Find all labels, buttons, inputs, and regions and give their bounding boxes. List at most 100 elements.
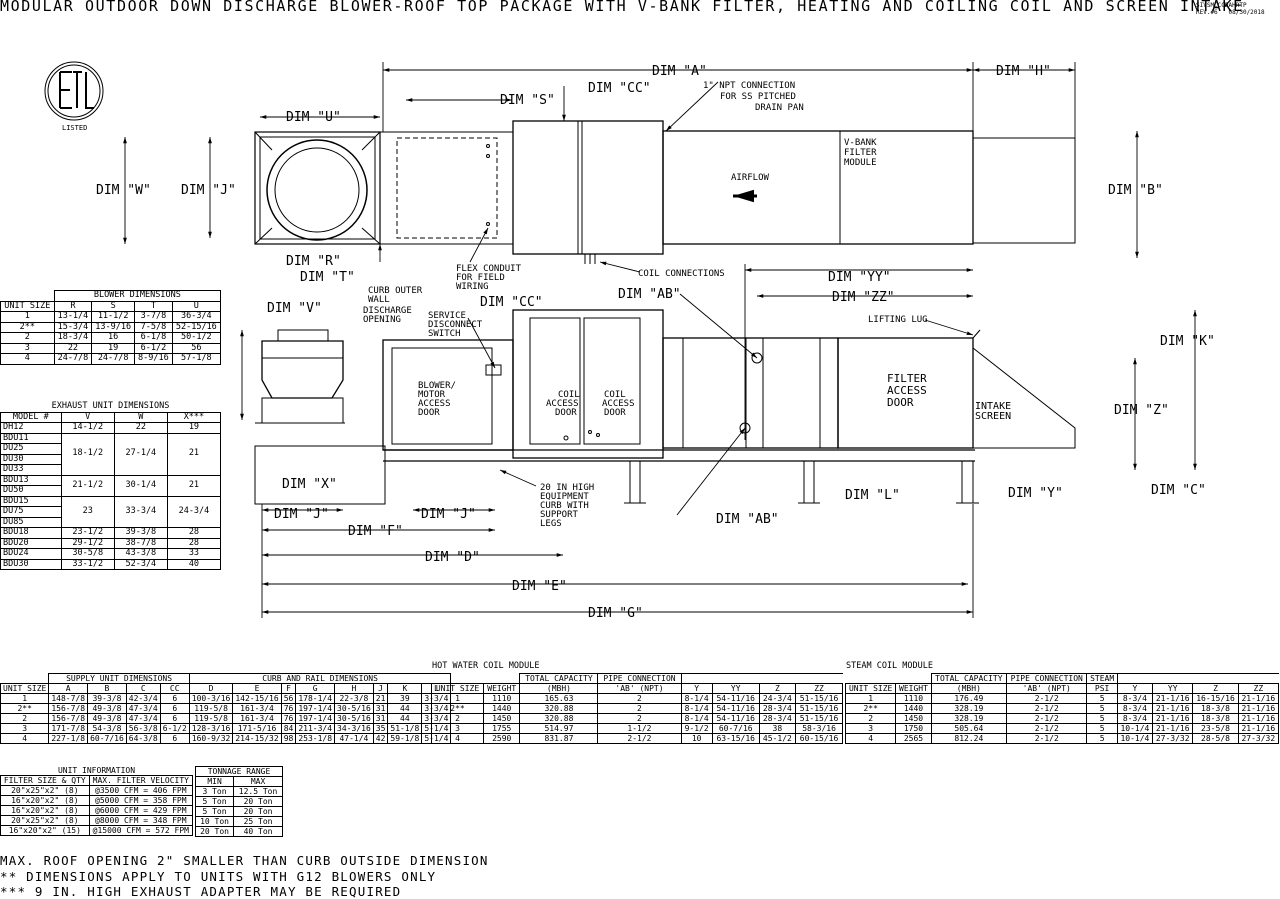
table-cell: 253-1/8 <box>295 733 336 744</box>
steam-capacity-header: TOTAL CAPACITY <box>930 673 1008 684</box>
table-cell: 21 <box>166 474 222 497</box>
table-cell: 2-1/2 <box>1006 713 1088 724</box>
table-cell: 211-3/4 <box>295 723 336 734</box>
flex-label-2: FOR FIELD <box>456 273 505 283</box>
table-cell: @5000 CFM = 358 FPM <box>88 795 194 806</box>
filter-door-label-3: DOOR <box>887 396 914 409</box>
steam-pipe-header: PIPE CONNECTION <box>1006 673 1088 684</box>
table-header: C <box>125 683 161 694</box>
table-cell: 176.49 <box>930 693 1008 704</box>
npt-callout-3: DRAIN PAN <box>755 103 804 113</box>
table-cell: 1440 <box>895 703 932 714</box>
exhaust-table-caption: EXHAUST UNIT DIMENSIONS <box>51 401 170 411</box>
table-cell: 20"x25"x2" (8) <box>0 785 90 796</box>
exhaust-dimensions-table: EXHAUST UNIT DIMENSIONS MODEL # V W X***… <box>0 401 222 570</box>
dim-z-label: DIM "Z" <box>1114 403 1169 418</box>
table-cell: 98 <box>280 733 297 744</box>
table-cell: 8-1/4 <box>680 693 713 704</box>
vbank-label-3: MODULE <box>844 158 877 168</box>
table-cell: 100-3/16 <box>188 693 234 704</box>
table-cell: 38 <box>758 723 797 734</box>
table-cell: 3 <box>844 723 897 734</box>
table-cell: 161-3/4 <box>232 713 282 724</box>
table-cell: 31 <box>372 703 389 714</box>
table-cell: 40 Ton <box>233 826 283 837</box>
steam-coil-table: TOTAL CAPACITY PIPE CONNECTION STEAM UNI… <box>844 673 1280 744</box>
npt-callout-2: FOR SS PITCHED <box>720 92 796 102</box>
unit-information-table: UNIT INFORMATION FILTER SIZE & QTY MAX. … <box>0 766 194 836</box>
table-cell: 1450 <box>895 713 932 724</box>
model-cell: BDU13 <box>0 474 62 486</box>
table-cell: 52-15/16 <box>171 321 222 333</box>
table-cell: 2-1/2 <box>597 733 682 744</box>
dim-k-label: DIM "K" <box>1160 334 1215 349</box>
table-cell: 5 <box>1086 703 1118 714</box>
table-cell: 320.88 <box>519 703 599 714</box>
table-cell: 16"x20"x2" (8) <box>0 805 90 816</box>
table-cell: 51-15/16 <box>795 703 843 714</box>
table-header: MIN <box>194 776 235 787</box>
flex-label-1: FLEX CONDUIT <box>456 264 522 274</box>
table-cell: 128-3/16 <box>188 723 234 734</box>
table-cell: 76 <box>280 713 297 724</box>
table-cell: 142-15/16 <box>232 693 282 704</box>
table-cell: 2** <box>430 703 485 714</box>
dim-j-right-label: DIM "J" <box>421 507 476 522</box>
table-cell: 2** <box>0 321 55 333</box>
table-cell: 227-1/8 <box>48 733 89 744</box>
table-cell: 2-1/2 <box>1006 693 1088 704</box>
table-cell: 10 Ton <box>194 816 235 827</box>
table-header: Y <box>680 683 713 694</box>
dim-f-label: DIM "F" <box>348 524 403 539</box>
table-cell: 6-1/8 <box>134 332 173 344</box>
table-cell: 31 <box>372 713 389 724</box>
table-cell: 2** <box>844 703 897 714</box>
vbank-label-2: FILTER <box>844 148 877 158</box>
table-cell: 2 <box>597 703 682 714</box>
table-cell: 50-1/2 <box>171 332 222 344</box>
table-cell: 52-3/4 <box>113 558 168 570</box>
table-cell: 8-1/4 <box>680 703 713 714</box>
table-cell: 2 <box>0 713 50 724</box>
curb-label-4: SUPPORT <box>540 510 579 520</box>
service-label-2: DISCONNECT <box>428 320 483 330</box>
table-cell: 20 Ton <box>233 806 283 817</box>
dim-j-top-label: DIM "J" <box>181 183 236 198</box>
dim-d-label: DIM "D" <box>425 550 480 565</box>
table-cell: 60-7/16 <box>87 733 127 744</box>
table-header: 'AB' (NPT) <box>1006 683 1088 694</box>
table-cell: 84 <box>280 723 297 734</box>
note-roof-opening: MAX. ROOF OPENING 2" SMALLER THAN CURB O… <box>0 853 489 868</box>
table-cell: 15-3/4 <box>53 321 93 333</box>
table-cell: 21-1/16 <box>1152 703 1194 714</box>
table-cell: 33-1/2 <box>60 558 115 570</box>
coil-door1-label-2: ACCESS <box>546 399 579 409</box>
intake-label-1: INTAKE <box>975 401 1011 412</box>
npt-callout-1: 1" NPT CONNECTION <box>703 81 795 91</box>
table-cell: 812.24 <box>930 733 1008 744</box>
note-g12-blowers: ** DIMENSIONS APPLY TO UNITS WITH G12 BL… <box>0 869 437 884</box>
vbank-label-1: V-BANK <box>844 138 877 148</box>
table-cell: 171-7/8 <box>48 723 89 734</box>
hw-pipe-header: PIPE CONNECTION <box>597 673 682 684</box>
hot-water-coil-table: TOTAL CAPACITY PIPE CONNECTION UNIT SIZE… <box>430 673 843 744</box>
table-header: ZZ <box>1237 683 1280 694</box>
table-cell: 28-3/4 <box>758 703 797 714</box>
table-header: F <box>280 683 297 694</box>
table-cell: 161-3/4 <box>232 703 282 714</box>
